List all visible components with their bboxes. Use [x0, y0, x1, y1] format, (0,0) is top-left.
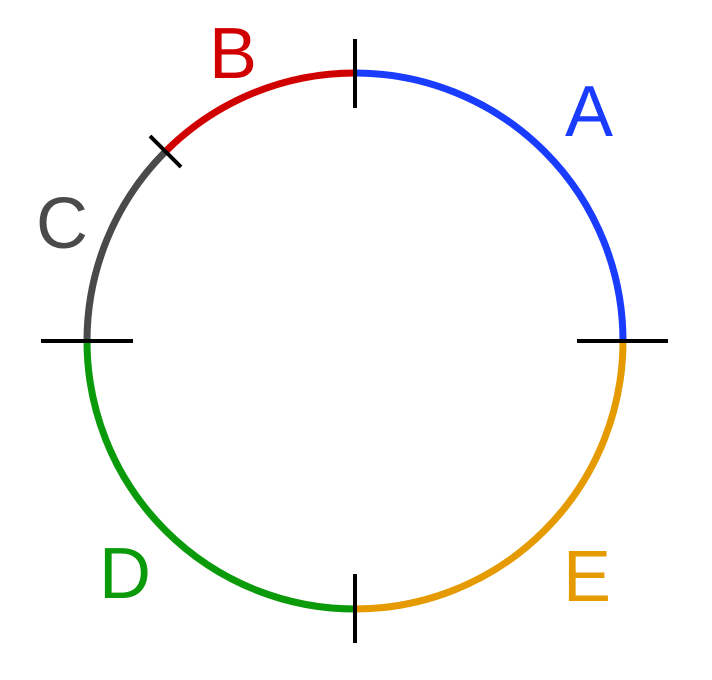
arc-segment-a: [354, 69, 627, 342]
segment-label-a: A: [565, 72, 613, 152]
arc-segment-d: [83, 340, 356, 613]
segment-label-e: E: [563, 537, 611, 617]
segment-label-b: B: [209, 14, 257, 94]
arc-segment-c: [83, 149, 168, 342]
segment-label-d: D: [99, 534, 151, 614]
tick-mark-upper-left: [148, 134, 183, 169]
segment-label-c: C: [36, 184, 88, 264]
arc-segment-e: [354, 340, 627, 613]
arc-segment-b: [163, 69, 356, 154]
